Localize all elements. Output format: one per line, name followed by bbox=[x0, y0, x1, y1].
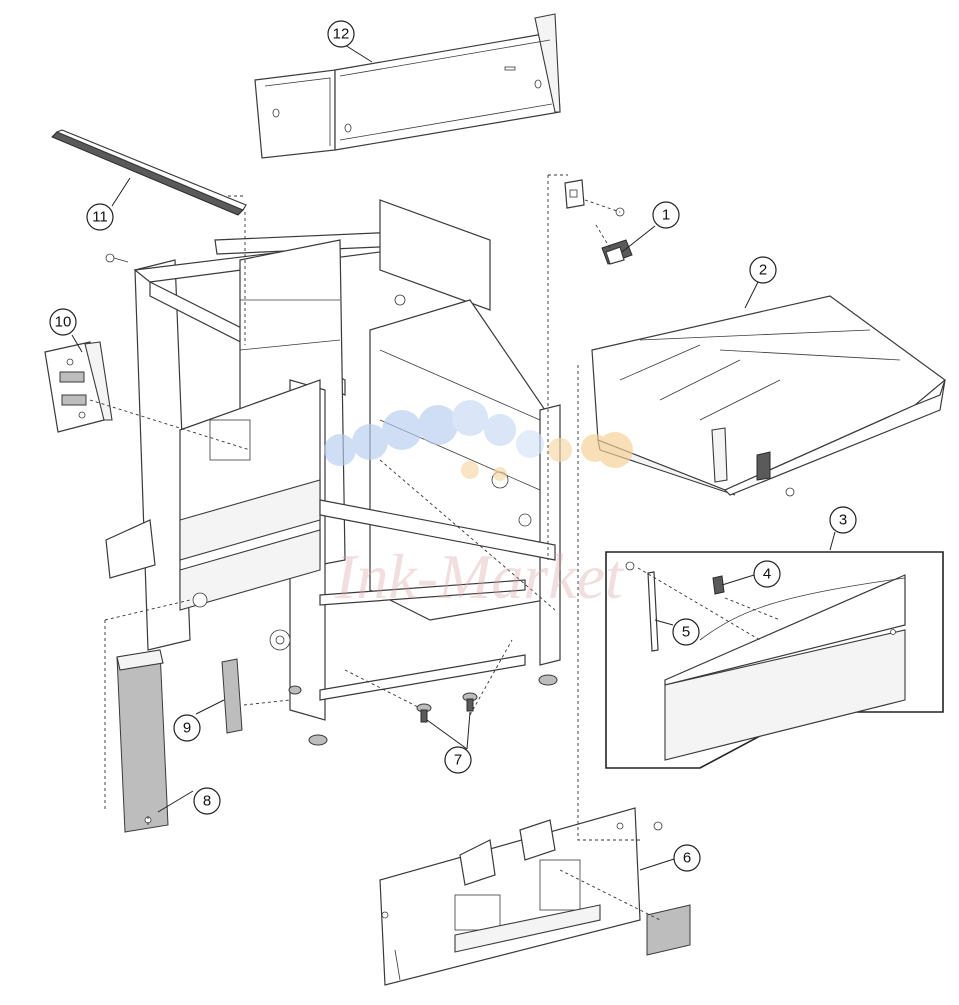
callout-6: 6 bbox=[673, 844, 701, 872]
part-2-output-tray bbox=[591, 295, 946, 497]
callout-12-label: 12 bbox=[333, 26, 350, 43]
callout-11-label: 11 bbox=[92, 209, 108, 226]
part-10-left-bracket bbox=[44, 341, 113, 433]
callout-5-label: 5 bbox=[682, 624, 690, 641]
part-7-feet-screws bbox=[416, 692, 478, 723]
callout-7: 7 bbox=[444, 746, 472, 774]
callout-5: 5 bbox=[672, 618, 700, 646]
callout-8-label: 8 bbox=[203, 793, 211, 810]
callout-8: 8 bbox=[193, 787, 221, 815]
callout-6-label: 6 bbox=[683, 850, 691, 867]
callout-3: 3 bbox=[829, 506, 857, 534]
assembly-lines bbox=[89, 174, 781, 921]
part-12-top-cover bbox=[254, 13, 561, 159]
main-frame bbox=[105, 199, 561, 746]
callout-1: 1 bbox=[652, 201, 680, 229]
callout-1-label: 1 bbox=[662, 207, 670, 224]
callout-10-label: 10 bbox=[55, 314, 72, 331]
ink-market-watermark: Ink-Market bbox=[324, 400, 633, 612]
part-11-top-rail bbox=[51, 129, 247, 216]
part-1-latch bbox=[564, 179, 633, 265]
part-6-rear-panel bbox=[379, 807, 691, 986]
callout-9: 9 bbox=[173, 714, 201, 742]
part-9-side-cover bbox=[221, 658, 243, 734]
watermark-text: Ink-Market bbox=[334, 541, 625, 612]
callout-7-label: 7 bbox=[454, 752, 462, 769]
callout-9-label: 9 bbox=[183, 720, 191, 737]
callout-11: 11 bbox=[86, 203, 114, 231]
callout-2-label: 2 bbox=[759, 262, 767, 279]
callout-10: 10 bbox=[49, 308, 77, 336]
callout-2: 2 bbox=[749, 256, 777, 284]
callout-3-label: 3 bbox=[839, 512, 847, 529]
callout-12: 12 bbox=[327, 20, 355, 48]
callout-4: 4 bbox=[753, 560, 781, 588]
part-3-side-door-assembly bbox=[605, 551, 944, 769]
callout-4-label: 4 bbox=[763, 566, 771, 583]
callout-leaders bbox=[71, 44, 836, 871]
part-8-front-cover bbox=[116, 649, 169, 833]
